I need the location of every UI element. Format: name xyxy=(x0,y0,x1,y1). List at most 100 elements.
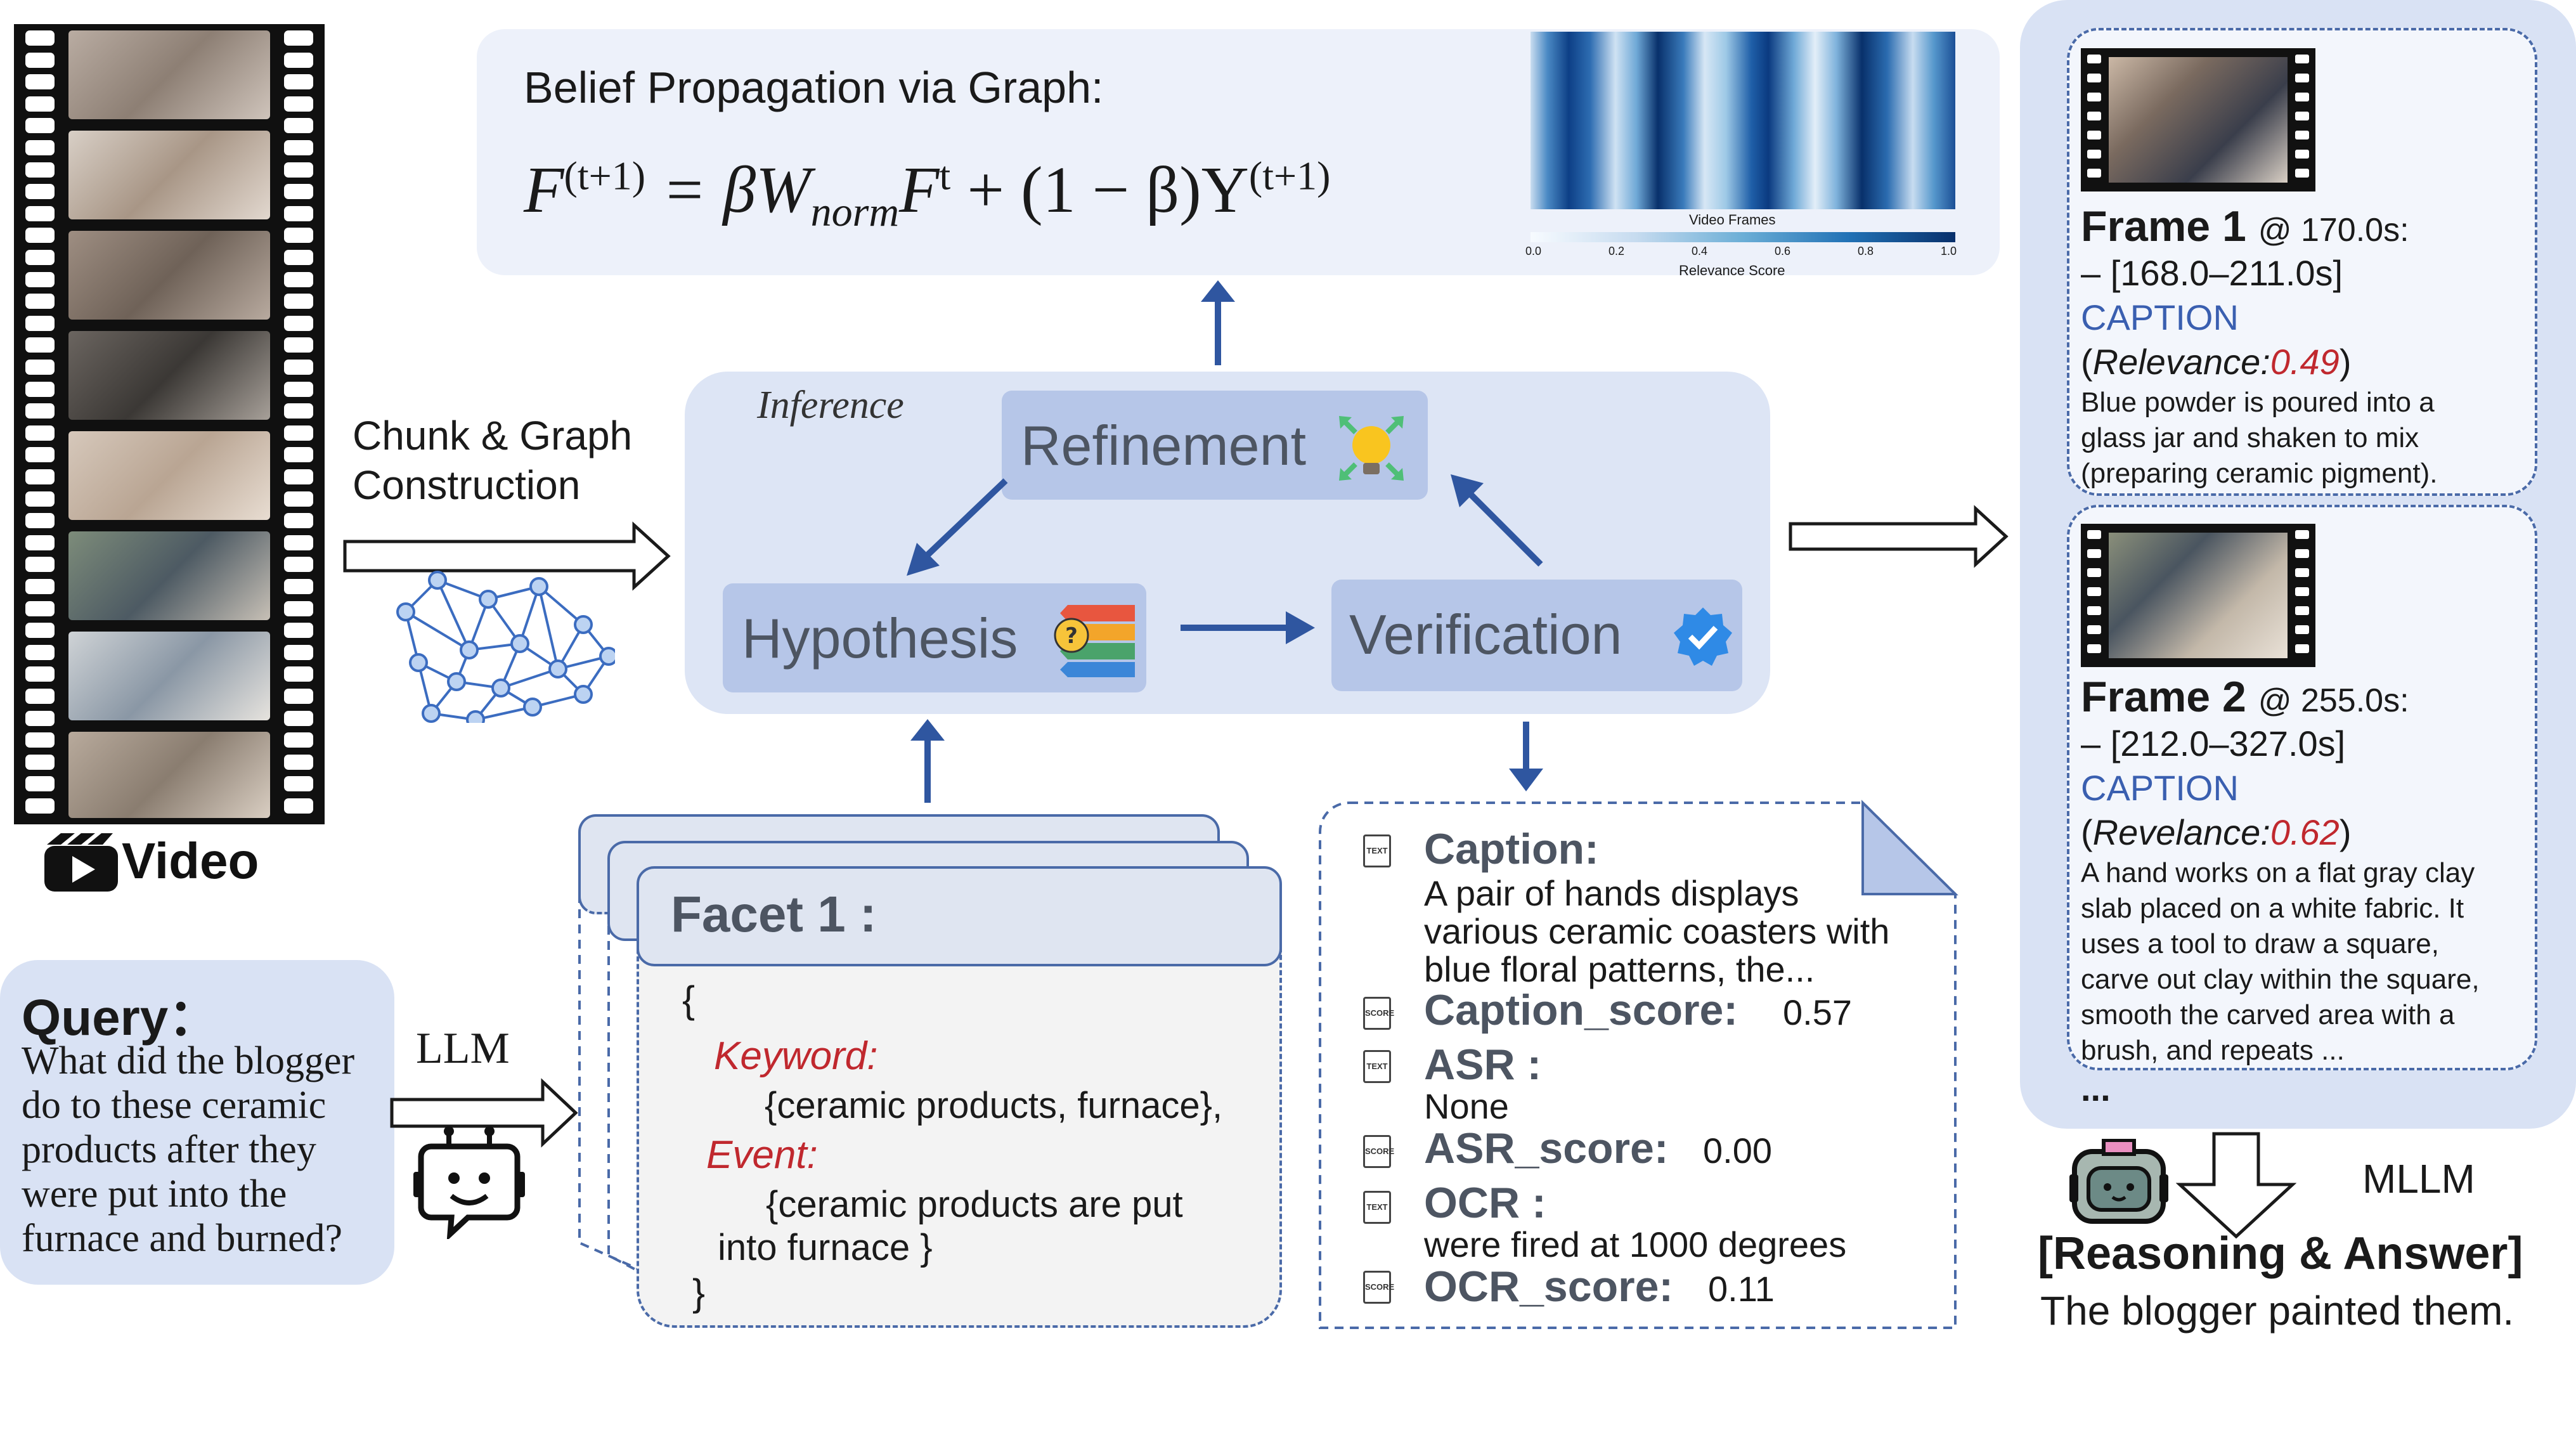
facet-close-brace: } xyxy=(692,1271,706,1314)
film-sprocket-hole xyxy=(284,710,313,726)
relevance-value: 0.62 xyxy=(2270,812,2340,852)
film-sprocket-hole xyxy=(25,271,55,287)
thumbnail-sprocket-hole xyxy=(2295,93,2309,101)
hypothesis-label: Hypothesis xyxy=(742,607,1018,670)
film-sprocket-hole xyxy=(284,30,313,46)
thumbnail-sprocket-hole xyxy=(2087,169,2101,178)
graph-node xyxy=(599,647,615,666)
film-sprocket-hole xyxy=(284,52,313,68)
facet-event-value-line1: {ceramic products are put xyxy=(766,1184,1183,1225)
video-frame-1 xyxy=(68,30,270,119)
caption-value-line: blue floral patterns, the... xyxy=(1424,949,1815,989)
film-sprocket-hole xyxy=(284,205,313,221)
answer-text: The blogger painted them. xyxy=(2040,1288,2515,1334)
svg-text:?: ? xyxy=(1065,623,1078,649)
film-sprocket-hole xyxy=(284,118,313,134)
thumbnail-sprocket-hole xyxy=(2295,549,2309,558)
lightbulb-icon xyxy=(1339,416,1404,481)
thumbnail-sprocket-hole xyxy=(2295,74,2309,82)
facet-header xyxy=(637,866,1282,966)
graph-edge xyxy=(538,585,585,626)
film-sprocket-hole xyxy=(284,600,313,616)
inference-label: Inference xyxy=(757,384,904,427)
film-sprocket-hole xyxy=(284,162,313,178)
facet-keyword-key: Keyword: xyxy=(714,1034,878,1078)
film-sprocket-hole xyxy=(284,798,313,814)
frame-description-line: uses a tool to draw a square, xyxy=(2081,928,2439,959)
film-sprocket-hole xyxy=(25,228,55,243)
relevance-key: Revelance: xyxy=(2092,812,2270,852)
film-sprocket-hole xyxy=(25,689,55,704)
film-sprocket-hole xyxy=(25,162,55,178)
ocr-score-value: 0.11 xyxy=(1708,1269,1775,1309)
frame-description-line: glass jar and shaken to mix xyxy=(2081,422,2419,453)
film-sprocket-hole xyxy=(284,271,313,287)
film-sprocket-hole xyxy=(25,600,55,616)
film-sprocket-hole xyxy=(25,776,55,792)
film-sprocket-hole xyxy=(284,96,313,112)
graph-node xyxy=(422,704,441,723)
graph-node xyxy=(574,685,593,704)
query-text-line: What did the blogger xyxy=(22,1039,355,1082)
graph-node xyxy=(574,615,593,634)
thumbnail-sprocket-hole xyxy=(2087,131,2101,140)
thumbnail-sprocket-hole xyxy=(2295,568,2309,577)
mllm-robot-icon xyxy=(2069,1139,2168,1224)
film-sprocket-hole xyxy=(284,644,313,660)
asr-score-key: ASR_score: xyxy=(1424,1124,1669,1172)
arrow-to-belief xyxy=(1201,280,1235,365)
frame-2-thumbnail xyxy=(2081,524,2315,667)
graph-node xyxy=(548,659,567,678)
chunk-arrow xyxy=(343,521,671,591)
film-sprocket-hole xyxy=(25,184,55,200)
video-label: Video xyxy=(122,833,259,889)
colorbar-tick: 0.0 xyxy=(1525,245,1542,257)
thumbnail-sprocket-hole xyxy=(2087,568,2101,577)
arrow-refinement-to-hypothesis xyxy=(907,478,1008,576)
answer-title: [Reasoning & Answer] xyxy=(2038,1228,2523,1279)
relevance-value: 0.49 xyxy=(2270,342,2340,382)
graph-node xyxy=(523,698,542,717)
film-sprocket-hole xyxy=(284,403,313,419)
film-sprocket-hole xyxy=(284,315,313,331)
frame-2-relevance: (Revelance:0.62) xyxy=(2081,812,2352,852)
colorbar-tick: 0.6 xyxy=(1775,245,1791,257)
query-text-line: products after they xyxy=(22,1128,316,1171)
graph-edge xyxy=(436,580,470,651)
verification-label: Verification xyxy=(1349,603,1622,666)
film-sprocket-hole xyxy=(25,513,55,529)
relevance-key: Relevance: xyxy=(2092,342,2270,382)
frame-title-text: Frame 2 xyxy=(2081,673,2246,721)
graph-node xyxy=(428,571,447,590)
llm-label: LLM xyxy=(416,1024,510,1073)
asr-key: ASR : xyxy=(1424,1041,1542,1089)
film-sprocket-hole xyxy=(25,754,55,770)
thumbnail-sprocket-hole xyxy=(2087,530,2101,539)
belief-formula: F(t+1) = βWnormFt + (1 − β)Y(t+1) xyxy=(524,153,1331,235)
film-sprocket-hole xyxy=(25,52,55,68)
query-text-line: were put into the xyxy=(22,1172,287,1216)
film-sprocket-hole xyxy=(25,579,55,594)
graph-node xyxy=(529,577,548,596)
arrow-hypothesis-to-verification xyxy=(1181,611,1315,644)
film-sprocket-hole xyxy=(25,447,55,463)
arrow-inference-to-evidence xyxy=(1509,722,1543,791)
video-frame-6 xyxy=(68,531,270,620)
film-sprocket-hole xyxy=(25,425,55,441)
arrow-query-to-facet xyxy=(390,1078,578,1148)
film-sprocket-hole xyxy=(25,205,55,221)
frame-1-range: – [168.0–211.0s] xyxy=(2081,253,2343,293)
document-icon: TEXT xyxy=(1363,1191,1391,1224)
thumbnail-sprocket-hole xyxy=(2087,644,2101,653)
film-sprocket-hole xyxy=(25,96,55,112)
film-sprocket-hole xyxy=(25,74,55,90)
thumbnail-sprocket-hole xyxy=(2087,549,2101,558)
facet-open-brace: { xyxy=(682,978,696,1021)
graph-edge xyxy=(475,706,533,721)
thumbnail-sprocket-hole xyxy=(2295,587,2309,596)
robot-icon xyxy=(413,1126,525,1239)
belief-propagation-title: Belief Propagation via Graph: xyxy=(524,63,1104,112)
film-sprocket-hole xyxy=(25,315,55,331)
graph-node xyxy=(479,590,498,609)
thumbnail-sprocket-hole xyxy=(2295,169,2309,178)
